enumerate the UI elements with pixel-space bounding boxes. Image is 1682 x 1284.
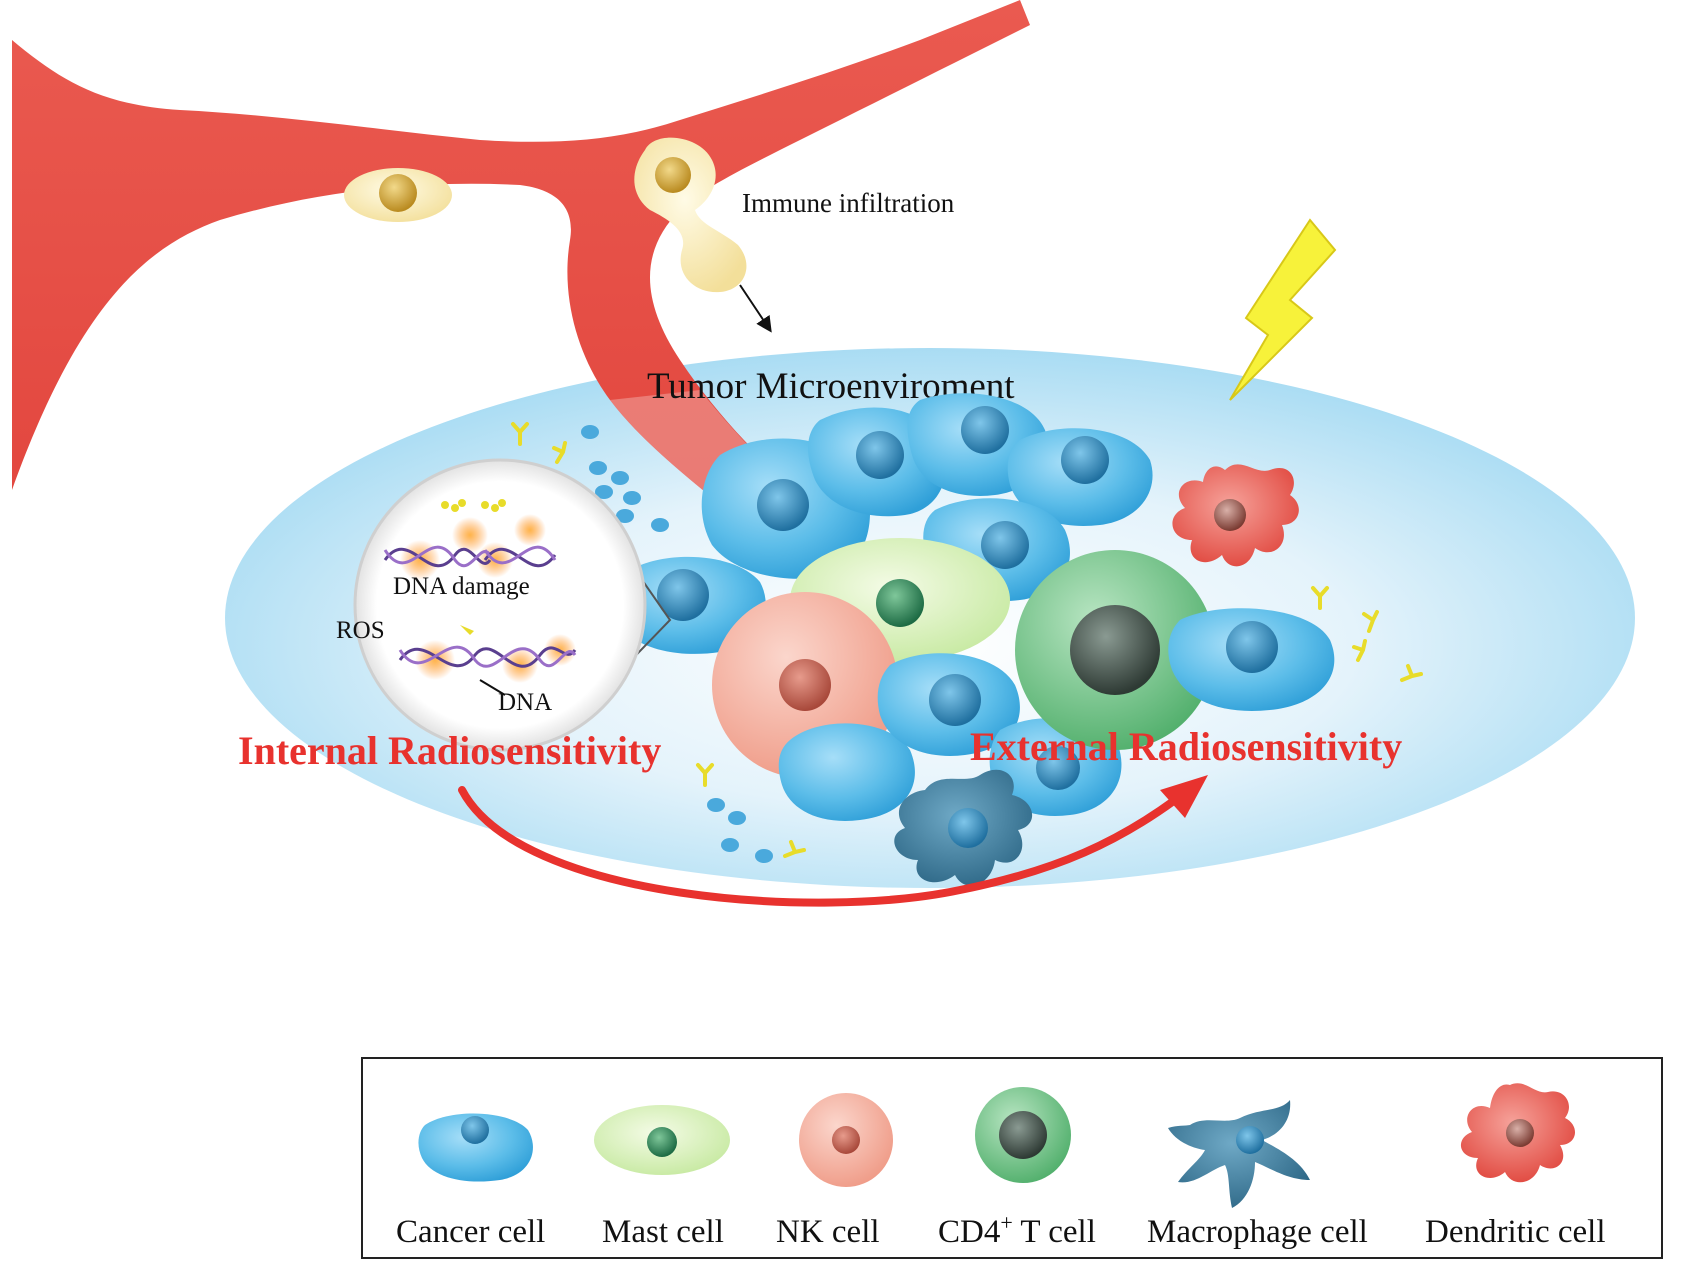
macrophage-cell-icon (1168, 1100, 1310, 1208)
radiosensitivity-arrow (458, 786, 1179, 907)
antibody-icons (511, 422, 1423, 858)
legend-cd4-prefix: CD4 (938, 1214, 1000, 1250)
legend-label-macrophage-cell: Macrophage cell (1147, 1214, 1368, 1250)
external-radiosensitivity-label: External Radiosensitivity (970, 724, 1402, 769)
extravasating-immune-cell (634, 137, 747, 293)
cancer-cell (1168, 608, 1335, 711)
ros-label: ROS (336, 617, 385, 644)
cell-cluster (614, 393, 1335, 886)
ros-particle-icon (441, 499, 506, 635)
circulating-immune-cell (344, 168, 452, 222)
macrophage-cell (894, 769, 1033, 886)
cancer-cell (877, 653, 1020, 756)
cancer-cell-icon (418, 1113, 533, 1182)
immune-infiltration-label: Immune infiltration (742, 188, 955, 218)
blood-vessel (12, 0, 1030, 520)
cancer-cell (614, 556, 766, 654)
legend-label-mast-cell: Mast cell (602, 1214, 724, 1250)
vesicle-icons (581, 425, 773, 863)
nk-cell-icon (799, 1093, 893, 1187)
dna-damage-label: DNA damage (393, 573, 530, 600)
legend-label-cancer-cell: Cancer cell (396, 1214, 545, 1250)
radiosensitivity-arrowhead (1160, 775, 1208, 818)
dendritic-cell (1172, 464, 1299, 567)
cd4-t-cell-icon (975, 1087, 1071, 1183)
infiltration-arrow (739, 284, 772, 333)
internal-radiosensitivity-label: Internal Radiosensitivity (238, 728, 661, 773)
mast-cell-icon (594, 1105, 730, 1175)
radiation-lightning-icon (1229, 218, 1337, 401)
cancer-cell (778, 723, 915, 821)
cancer-cell (1007, 428, 1153, 526)
legend-label-dendritic-cell: Dendritic cell (1425, 1214, 1606, 1250)
legend-label-cd4-t-cell: CD4+ T cell (938, 1210, 1096, 1250)
legend: Cancer cell Mast cell NK cell CD4+ T cel… (361, 1057, 1663, 1259)
dna-zoom-callout: DNA damage ROS DNA (336, 458, 672, 752)
legend-cd4-superscript: + (1000, 1210, 1012, 1235)
dna-label: DNA (498, 689, 552, 716)
dendritic-cell-icon (1460, 1083, 1576, 1183)
cd4-t-cell (1015, 550, 1215, 750)
legend-cd4-suffix: T cell (1013, 1214, 1096, 1250)
dna-helix-icon (383, 545, 557, 568)
legend-label-nk-cell: NK cell (776, 1214, 880, 1250)
dna-pointer-line (479, 679, 506, 696)
dna-helix-icon (398, 645, 577, 668)
